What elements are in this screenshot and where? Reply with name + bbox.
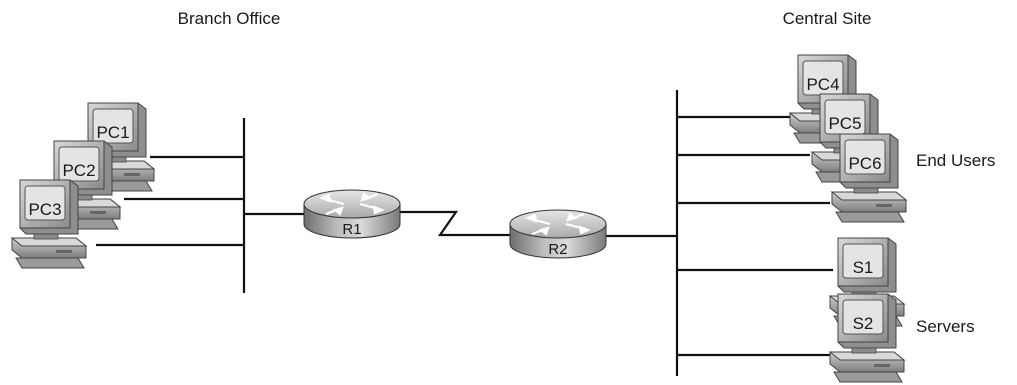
pc3-label: PC3 bbox=[28, 200, 61, 219]
pc6-workstation: PC6 bbox=[831, 133, 907, 223]
r2-label: R2 bbox=[548, 241, 567, 258]
router-r1: R1 bbox=[302, 188, 402, 240]
pc5-label: PC5 bbox=[828, 114, 861, 133]
serial-wan-link bbox=[398, 210, 512, 237]
pc3-workstation: PC3 bbox=[11, 179, 87, 269]
servers-label: Servers bbox=[916, 317, 975, 336]
central-site-label: Central Site bbox=[783, 9, 872, 28]
pc6-label: PC6 bbox=[848, 154, 881, 173]
s2-label: S2 bbox=[853, 314, 874, 333]
pc1-workstation: PC1 bbox=[79, 102, 155, 192]
s1-label: S1 bbox=[853, 258, 874, 277]
pc1-label: PC1 bbox=[96, 123, 129, 142]
pc4-workstation: PC4 bbox=[789, 54, 865, 144]
router-r2: R2 bbox=[508, 208, 608, 260]
end-users-label: End Users bbox=[916, 151, 995, 170]
pc4-label: PC4 bbox=[806, 75, 839, 94]
pc5-workstation: PC5 bbox=[811, 93, 887, 183]
server-s1: S1 bbox=[829, 237, 905, 327]
branch-site-label: Branch Office bbox=[178, 9, 281, 28]
pc2-workstation: PC2 bbox=[45, 140, 121, 230]
server-s2: S2 bbox=[829, 293, 905, 383]
r1-label: R1 bbox=[342, 221, 361, 238]
pc2-label: PC2 bbox=[62, 161, 95, 180]
